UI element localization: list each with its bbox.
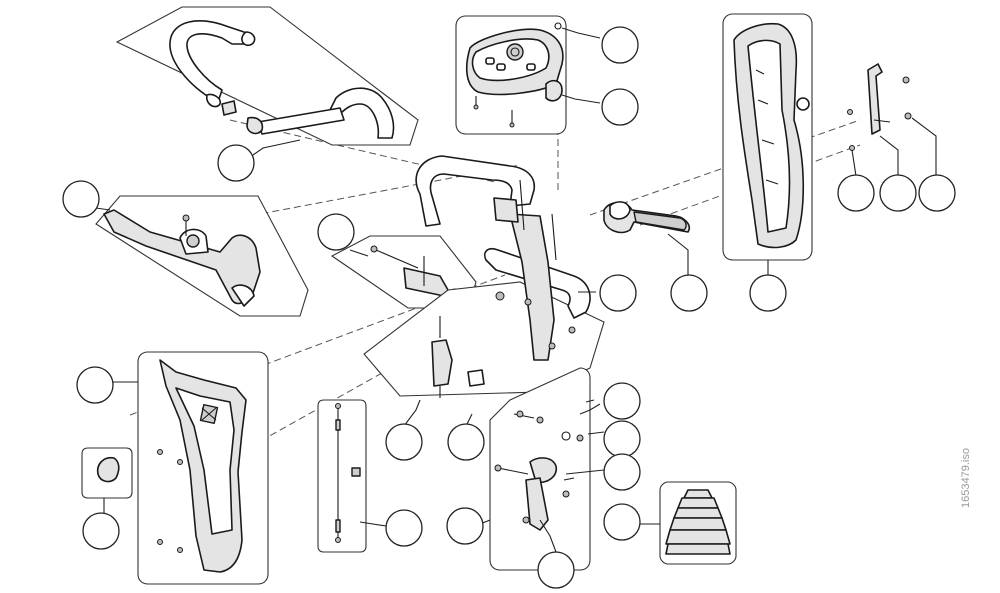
callout-control-box-top[interactable] — [601, 26, 639, 64]
callout-linkage-washer[interactable] — [603, 420, 641, 458]
callout-pin[interactable] — [447, 423, 485, 461]
panel-hoses — [115, 6, 419, 156]
callout-hoses[interactable] — [217, 144, 255, 182]
panel-pedal — [95, 195, 309, 317]
callout-left-cover[interactable] — [76, 366, 114, 404]
panel-left-cover — [112, 351, 269, 585]
document-reference-id: 1653479.iso — [960, 448, 972, 508]
callout-pedal[interactable] — [62, 180, 100, 218]
frame-assembly — [363, 155, 605, 398]
callout-right-cover[interactable] — [749, 274, 787, 312]
panel-bellows — [638, 481, 737, 565]
callout-linkage-lower[interactable] — [537, 551, 575, 589]
panel-right-cover — [722, 13, 813, 278]
misc-leaders — [403, 399, 605, 475]
callout-rod-right[interactable] — [918, 174, 956, 212]
panel-cap — [81, 447, 133, 514]
callout-valve[interactable] — [385, 423, 423, 461]
callout-cap[interactable] — [82, 512, 120, 550]
panel-cable — [317, 399, 387, 553]
panel-linkage — [479, 367, 591, 571]
callouts — [62, 26, 956, 589]
callout-rod-left[interactable] — [837, 174, 875, 212]
callout-lever[interactable] — [670, 274, 708, 312]
callout-frame[interactable] — [599, 274, 637, 312]
callout-bellows[interactable] — [603, 503, 641, 541]
callout-linkage-arm[interactable] — [603, 453, 641, 491]
callout-linkage-bolt[interactable] — [603, 382, 641, 420]
panel-bracket — [330, 235, 477, 309]
panel-rod — [847, 63, 937, 177]
callout-control-box-bottom[interactable] — [601, 88, 639, 126]
panel-control-box — [455, 15, 601, 135]
callout-bracket[interactable] — [317, 213, 355, 251]
callout-rod-middle[interactable] — [879, 174, 917, 212]
callout-cable[interactable] — [385, 509, 423, 547]
panel-lever — [603, 201, 691, 278]
callout-linkage[interactable] — [446, 507, 484, 545]
